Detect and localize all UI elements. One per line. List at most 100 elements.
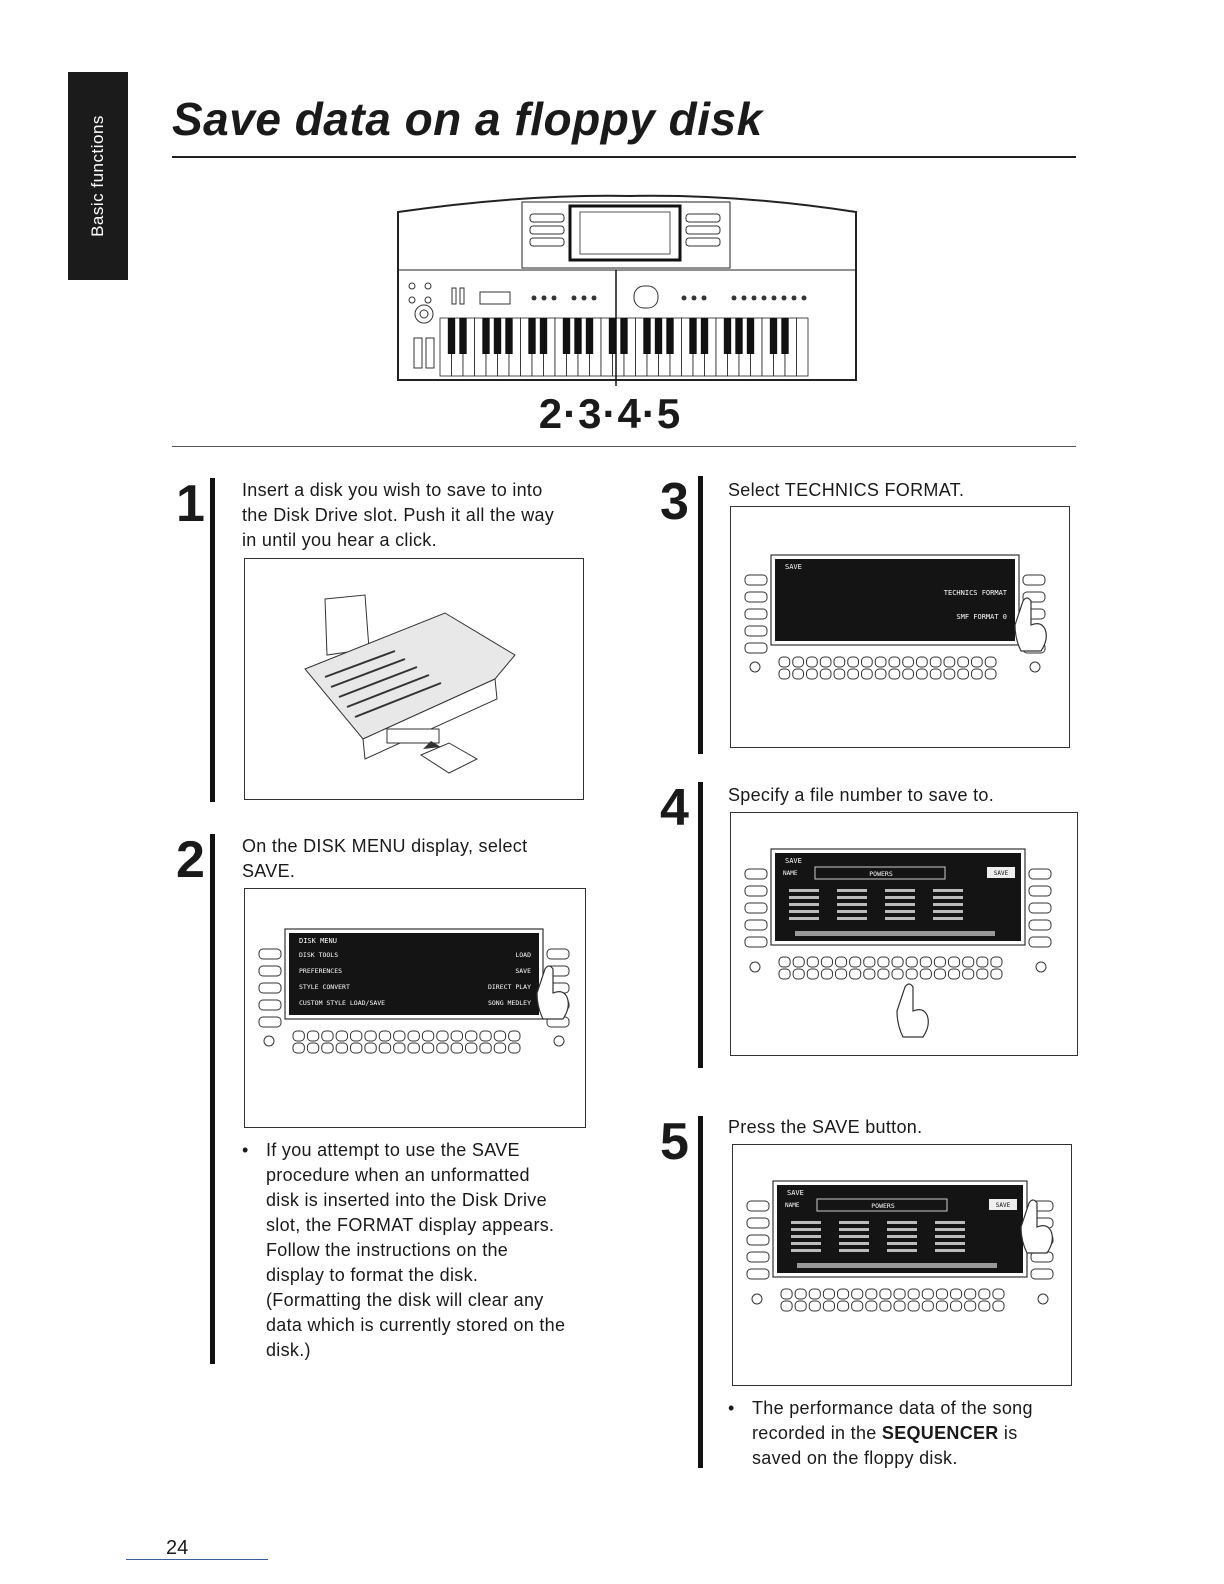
bottom-button xyxy=(948,968,961,980)
black-key xyxy=(608,318,617,354)
file-list-cell xyxy=(885,917,915,920)
file-list-cell xyxy=(839,1221,869,1224)
step-5-number: 5 xyxy=(660,1113,689,1171)
file-name: POWERS xyxy=(871,1202,895,1210)
format-option: TECHNICS FORMAT xyxy=(944,589,1008,597)
file-list-cell xyxy=(789,889,819,892)
black-key xyxy=(482,318,490,354)
bottom-button xyxy=(849,956,862,968)
step-4-bar xyxy=(698,782,703,1068)
right-side-button xyxy=(1028,902,1052,914)
black-key xyxy=(539,318,548,354)
bottom-button xyxy=(863,968,876,980)
bottom-button xyxy=(962,956,975,968)
bottom-button xyxy=(837,1300,850,1312)
black-key xyxy=(735,318,743,354)
bottom-button xyxy=(948,956,961,968)
left-side-button xyxy=(744,936,768,948)
bottom-button xyxy=(971,656,983,668)
bottom-button xyxy=(877,956,890,968)
file-list-cell xyxy=(789,903,819,906)
bottom-button xyxy=(950,1300,963,1312)
bottom-button xyxy=(794,1300,807,1312)
black-key xyxy=(746,318,755,354)
bottom-button xyxy=(865,1300,878,1312)
page-number-rule xyxy=(126,1559,268,1560)
file-list-cell xyxy=(935,1249,965,1252)
black-key xyxy=(643,318,651,354)
bottom-button xyxy=(819,656,832,668)
bottom-button xyxy=(964,1288,977,1300)
pointing-hand xyxy=(536,965,569,1020)
black-key xyxy=(493,318,502,354)
format-display-title: SAVE xyxy=(785,563,802,571)
bottom-button xyxy=(905,968,918,980)
black-key xyxy=(574,318,582,354)
right-side-button xyxy=(1028,885,1052,897)
step-2-note: • If you attempt to use the SAVE procedu… xyxy=(242,1140,566,1360)
lcd-screen xyxy=(289,933,539,1015)
file-list-cell xyxy=(837,910,867,913)
bottom-button xyxy=(984,656,997,668)
bottom-button xyxy=(935,1300,948,1312)
bottom-button xyxy=(450,1030,463,1042)
bottom-button xyxy=(971,668,983,680)
right-knob xyxy=(1037,1293,1049,1305)
white-key xyxy=(796,317,809,377)
left-knob xyxy=(751,1293,763,1305)
bottom-button xyxy=(364,1042,377,1054)
right-knob xyxy=(1029,661,1041,673)
file-list-cell xyxy=(933,889,963,892)
file-list-cell xyxy=(789,917,819,920)
file-name: POWERS xyxy=(869,870,893,878)
file-display-title: SAVE xyxy=(785,857,802,865)
disk-menu-left-item: CUSTOM STYLE LOAD/SAVE xyxy=(299,999,385,1007)
step-4-text: Specify a file number to save to. xyxy=(728,785,995,805)
left-side-button xyxy=(744,919,768,931)
left-side-button xyxy=(744,885,768,897)
section-rule xyxy=(172,446,1076,447)
bottom-button xyxy=(893,1288,906,1300)
file-list-cell xyxy=(791,1249,821,1252)
bottom-button xyxy=(916,668,928,680)
left-side-button xyxy=(746,1234,770,1246)
left-side-button xyxy=(746,1217,770,1229)
file-list-cell xyxy=(887,1235,917,1238)
bottom-button xyxy=(861,668,873,680)
file-list-cell xyxy=(887,1228,917,1231)
bottom-button xyxy=(393,1030,406,1042)
bottom-button xyxy=(292,1042,305,1054)
black-key xyxy=(505,318,513,354)
bottom-button xyxy=(794,1288,807,1300)
black-key xyxy=(459,318,467,354)
bottom-button xyxy=(907,1288,920,1300)
bottom-button xyxy=(929,668,942,680)
left-side-button xyxy=(744,902,768,914)
bottom-button xyxy=(849,968,862,980)
right-side-button xyxy=(1030,1268,1054,1280)
file-list-cell xyxy=(885,910,915,913)
file-list-cell xyxy=(935,1235,965,1238)
left-side-button xyxy=(744,608,768,620)
bottom-button xyxy=(978,1288,991,1300)
bottom-button xyxy=(364,1030,377,1042)
black-key xyxy=(781,318,789,354)
bottom-button xyxy=(905,956,918,968)
bottom-button xyxy=(874,656,887,668)
file-list-cell xyxy=(839,1228,869,1231)
bottom-button xyxy=(822,1288,835,1300)
file-name-box xyxy=(816,1198,948,1212)
bottom-button xyxy=(321,1030,334,1042)
bottom-button xyxy=(833,656,846,668)
save-button-label: SAVE xyxy=(994,870,1009,877)
left-side-button xyxy=(258,948,282,960)
file-list-cell xyxy=(887,1221,917,1224)
bottom-button xyxy=(851,1288,864,1300)
bottom-button xyxy=(835,968,848,980)
file-list-cell xyxy=(839,1242,869,1245)
